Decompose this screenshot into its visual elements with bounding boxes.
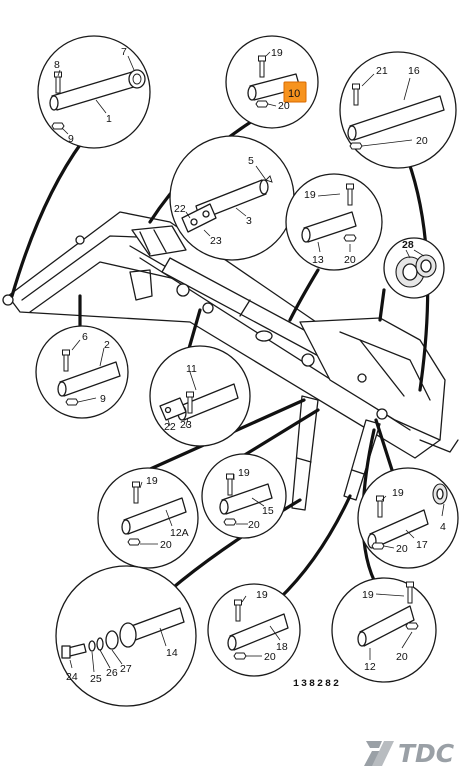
callout-pin-12: 19 12 20 <box>331 577 437 683</box>
callout-pin-11: 11 22 23 <box>149 345 251 447</box>
label-part-7: 7 <box>121 46 127 58</box>
callout-pin-2: 6 2 9 <box>35 325 129 419</box>
callout-pin-18: 19 18 20 <box>207 583 301 677</box>
label-part-17: 17 <box>416 539 428 551</box>
label-part-13: 13 <box>312 254 324 266</box>
label-part-8: 8 <box>54 59 60 71</box>
callout-pin-1: 1 7 8 9 <box>37 35 151 149</box>
label-part-6: 6 <box>82 331 88 343</box>
label-part-24: 24 <box>66 671 78 683</box>
callout-bush-28: 28 <box>383 237 445 299</box>
label-part-2: 2 <box>104 339 110 351</box>
callout-pin-17: 19 17 20 4 <box>357 467 459 569</box>
label-part-19: 19 <box>362 589 374 601</box>
label-part-20: 20 <box>396 651 408 663</box>
label-part-4: 4 <box>440 521 446 533</box>
label-part-21: 21 <box>376 65 388 77</box>
tdc-logo: TDC <box>364 739 455 768</box>
callout-part-10: 10 19 20 <box>225 35 319 129</box>
label-part-16: 16 <box>408 65 420 77</box>
label-part-20: 20 <box>344 254 356 266</box>
label-part-19: 19 <box>146 475 158 487</box>
label-part-19: 19 <box>271 47 283 59</box>
tdc-logo-text: TDC <box>398 739 455 768</box>
label-part-11: 11 <box>186 363 197 375</box>
label-part-19: 19 <box>392 487 404 499</box>
callout-pin-15: 19 15 20 <box>201 453 287 539</box>
label-part-27: 27 <box>120 663 132 675</box>
label-part-23: 23 <box>180 419 192 431</box>
label-part-5: 5 <box>248 155 254 167</box>
label-part-25: 25 <box>90 673 102 685</box>
boom-assembly <box>2 211 459 511</box>
label-part-18: 18 <box>276 641 288 653</box>
label-part-20: 20 <box>416 135 428 147</box>
label-part-10-highlighted: 10 <box>288 88 300 100</box>
drawing-reference-number: 138282 <box>293 679 341 690</box>
label-part-22: 22 <box>164 421 176 433</box>
label-part-20: 20 <box>396 543 408 555</box>
label-part-15: 15 <box>262 505 274 517</box>
label-part-26: 26 <box>106 667 118 679</box>
label-part-20: 20 <box>278 100 290 112</box>
bush-7-icon <box>128 69 146 89</box>
label-part-22: 22 <box>174 203 186 215</box>
label-part-9: 9 <box>68 133 74 145</box>
label-part-12A: 12A <box>170 527 189 539</box>
label-part-19: 19 <box>256 589 268 601</box>
label-part-20: 20 <box>160 539 172 551</box>
label-part-23: 23 <box>210 235 222 247</box>
label-part-1: 1 <box>106 113 112 125</box>
label-part-20: 20 <box>264 651 276 663</box>
label-part-20: 20 <box>248 519 260 531</box>
label-part-28: 28 <box>402 239 414 251</box>
label-part-12: 12 <box>364 661 376 673</box>
tdc-logo-icon <box>364 741 394 766</box>
label-part-19: 19 <box>238 467 250 479</box>
callout-pin-13: 19 13 20 <box>285 173 383 271</box>
callout-pin-12A: 19 12A 20 <box>97 467 199 569</box>
highlight-box <box>283 81 307 103</box>
callout-pin-16: 21 16 20 <box>339 51 457 169</box>
label-part-19: 19 <box>304 189 316 201</box>
label-part-3: 3 <box>246 215 252 227</box>
label-part-9: 9 <box>100 393 106 405</box>
label-part-14: 14 <box>166 647 178 659</box>
callout-pin-14: 24 25 26 27 14 <box>55 565 197 707</box>
callout-pin-3: 5 3 22 23 <box>169 135 295 261</box>
